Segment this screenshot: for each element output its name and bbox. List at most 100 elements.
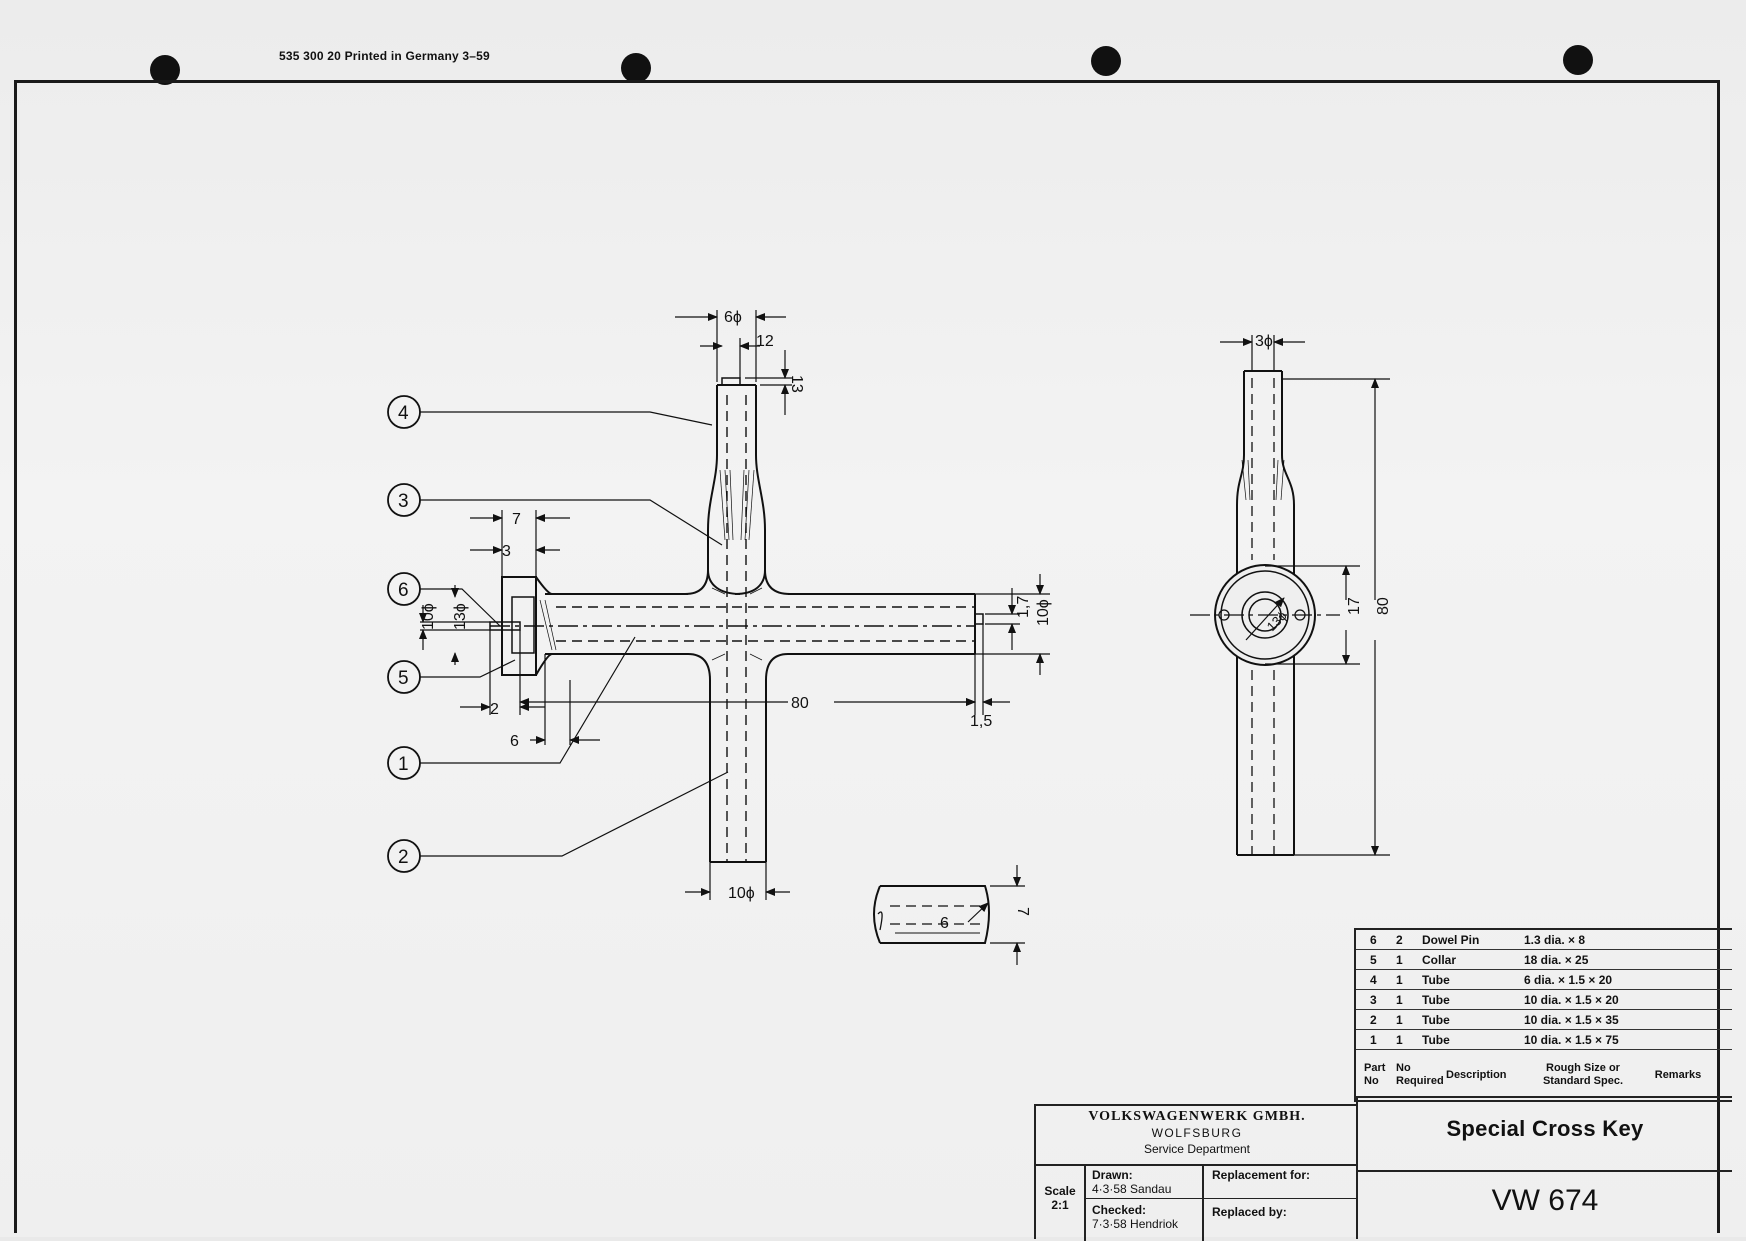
title-block-grid: Scale 2:1 Drawn: 4·3·58 Sandau Checked: … [1036,1164,1358,1241]
drawn-value: 4·3·58 Sandau [1092,1182,1172,1196]
svg-text:3: 3 [398,491,409,512]
weld-hatch [539,469,763,661]
parts-row: 6 2 Dowel Pin 1.3 dia. × 8 [1356,930,1732,950]
header-rough-size: Rough Size or Standard Spec. [1542,1062,1624,1087]
part-description: Tube [1422,972,1450,987]
replaced-by-cell: Replaced by: [1204,1199,1358,1241]
leaders [420,411,729,857]
front-dimension-labels: 6ϕ 12 13 7 3 10ϕ 13ϕ 2 6 80 1,5 1,7 10ϕ … [420,309,1052,902]
parts-row: 5 1 Collar 18 dia. × 25 [1356,950,1732,970]
front-dimensions [419,310,1050,900]
drawn-cell: Drawn: 4·3·58 Sandau [1086,1166,1204,1199]
part-qty: 1 [1396,1012,1403,1027]
part-size: 10 dia. × 1.5 × 20 [1524,992,1619,1007]
header-remarks: Remarks [1654,1068,1702,1081]
dim-2: 2 [490,701,499,718]
balloon-2: 2 [387,839,421,873]
side-hidden-lines [1190,378,1340,855]
dim-3: 3 [502,543,511,560]
dim-12: 12 [756,333,774,350]
side-dim-17: 17 [1346,597,1363,615]
dim-1-7: 1,7 [1015,596,1032,618]
part-size: 10 dia. × 1.5 × 35 [1524,1012,1619,1027]
pin-dim-6: 6 [940,915,949,932]
replacement-for-cell: Replacement for: [1204,1166,1358,1199]
balloon-6: 6 [387,572,421,606]
punch-hole-4 [1563,45,1593,75]
part-qty: 1 [1396,1032,1403,1047]
punch-hole-3 [1091,46,1121,76]
dim-10phi-collar: 10ϕ [420,603,437,630]
dim-7: 7 [512,511,521,528]
replaced-by-label: Replaced by: [1212,1205,1287,1219]
part-description: Dowel Pin [1422,932,1480,947]
parts-list-header: Part No No Required Description Rough Si… [1356,1050,1732,1102]
dim-13: 13 [788,375,805,393]
side-dim-80: 80 [1375,597,1392,615]
svg-text:6: 6 [398,580,409,601]
department: Service Department [1143,1142,1251,1156]
part-description: Tube [1422,1012,1450,1027]
checked-value: 7·3·58 Hendriok [1092,1217,1179,1231]
side-weld-hatch [1241,459,1285,501]
company-name: VOLKSWAGENWERK GMBH. [1088,1109,1306,1124]
scale-cell: Scale 2:1 [1036,1166,1086,1241]
drawing-frame [14,80,1720,1233]
part-qty: 1 [1396,972,1403,987]
dim-1-5: 1,5 [970,713,992,730]
part-no: 2 [1370,1012,1377,1027]
part-qty: 1 [1396,952,1403,967]
scale-label: Scale [1044,1184,1076,1198]
part-size: 10 dia. × 1.5 × 75 [1524,1032,1619,1047]
parts-row: 3 1 Tube 10 dia. × 1.5 × 20 [1356,990,1732,1010]
parts-row: 1 1 Tube 10 dia. × 1.5 × 75 [1356,1030,1732,1050]
dim-6phi: 6ϕ [724,309,742,326]
parts-row: 2 1 Tube 10 dia. × 1.5 × 35 [1356,1010,1732,1030]
dowel-pin-detail [873,885,990,944]
dim-80: 80 [791,695,809,712]
part-name: Special Cross Key [1446,1116,1644,1141]
replacement-for-label: Replacement for: [1212,1168,1311,1182]
part-no: 6 [1370,932,1377,947]
part-description: Tube [1422,1032,1450,1047]
drawing-number: VW 674 [1358,1170,1732,1241]
drawn-label: Drawn: [1092,1168,1133,1182]
balloon-4: 4 [387,395,421,429]
hidden-lines [490,395,975,862]
parts-list: 6 2 Dowel Pin 1.3 dia. × 8 5 1 Collar 18… [1354,928,1732,1102]
header-description: Description [1446,1068,1507,1081]
dim-10phi-tube: 10ϕ [1035,599,1052,626]
part-size: 1.3 dia. × 8 [1524,932,1586,947]
part-qty: 1 [1396,992,1403,1007]
balloons: 4 3 6 5 1 2 [387,395,421,873]
side-view [1214,370,1316,856]
part-name-box: Special Cross Key VW 674 [1356,1096,1732,1239]
part-qty: 2 [1396,932,1403,947]
dim-13phi: 13ϕ [452,603,469,630]
header-part-no: Part No [1364,1062,1386,1087]
front-view [489,377,984,863]
checked-cell: Checked: 7·3·58 Hendriok [1086,1199,1204,1241]
dim-10phi-bottom: 10ϕ [728,885,755,902]
title-block: VOLKSWAGENWERK GMBH. WOLFSBURG Service D… [1034,1104,1358,1241]
company-city: WOLFSBURG [1151,1126,1243,1140]
balloon-3: 3 [387,483,421,517]
header-no-required: No Required [1396,1062,1444,1087]
scale-value: 2:1 [1051,1198,1069,1212]
svg-text:5: 5 [398,668,409,689]
svg-text:4: 4 [398,403,409,424]
svg-text:2: 2 [398,847,409,868]
side-dim-3phi: 3ϕ [1255,333,1273,350]
side-dimensions [1220,335,1390,856]
print-info: 535 300 20 Printed in Germany 3–59 [279,49,490,63]
part-description: Collar [1422,952,1457,967]
balloon-1: 1 [387,746,421,780]
pin-dim-7: 7 [1014,907,1031,916]
part-size: 18 dia. × 25 [1524,952,1589,967]
part-description: Tube [1422,992,1450,1007]
pin-dimensions [895,865,1025,965]
part-no: 1 [1370,1032,1377,1047]
svg-text:1: 1 [398,754,409,775]
parts-row: 4 1 Tube 6 dia. × 1.5 × 20 [1356,970,1732,990]
